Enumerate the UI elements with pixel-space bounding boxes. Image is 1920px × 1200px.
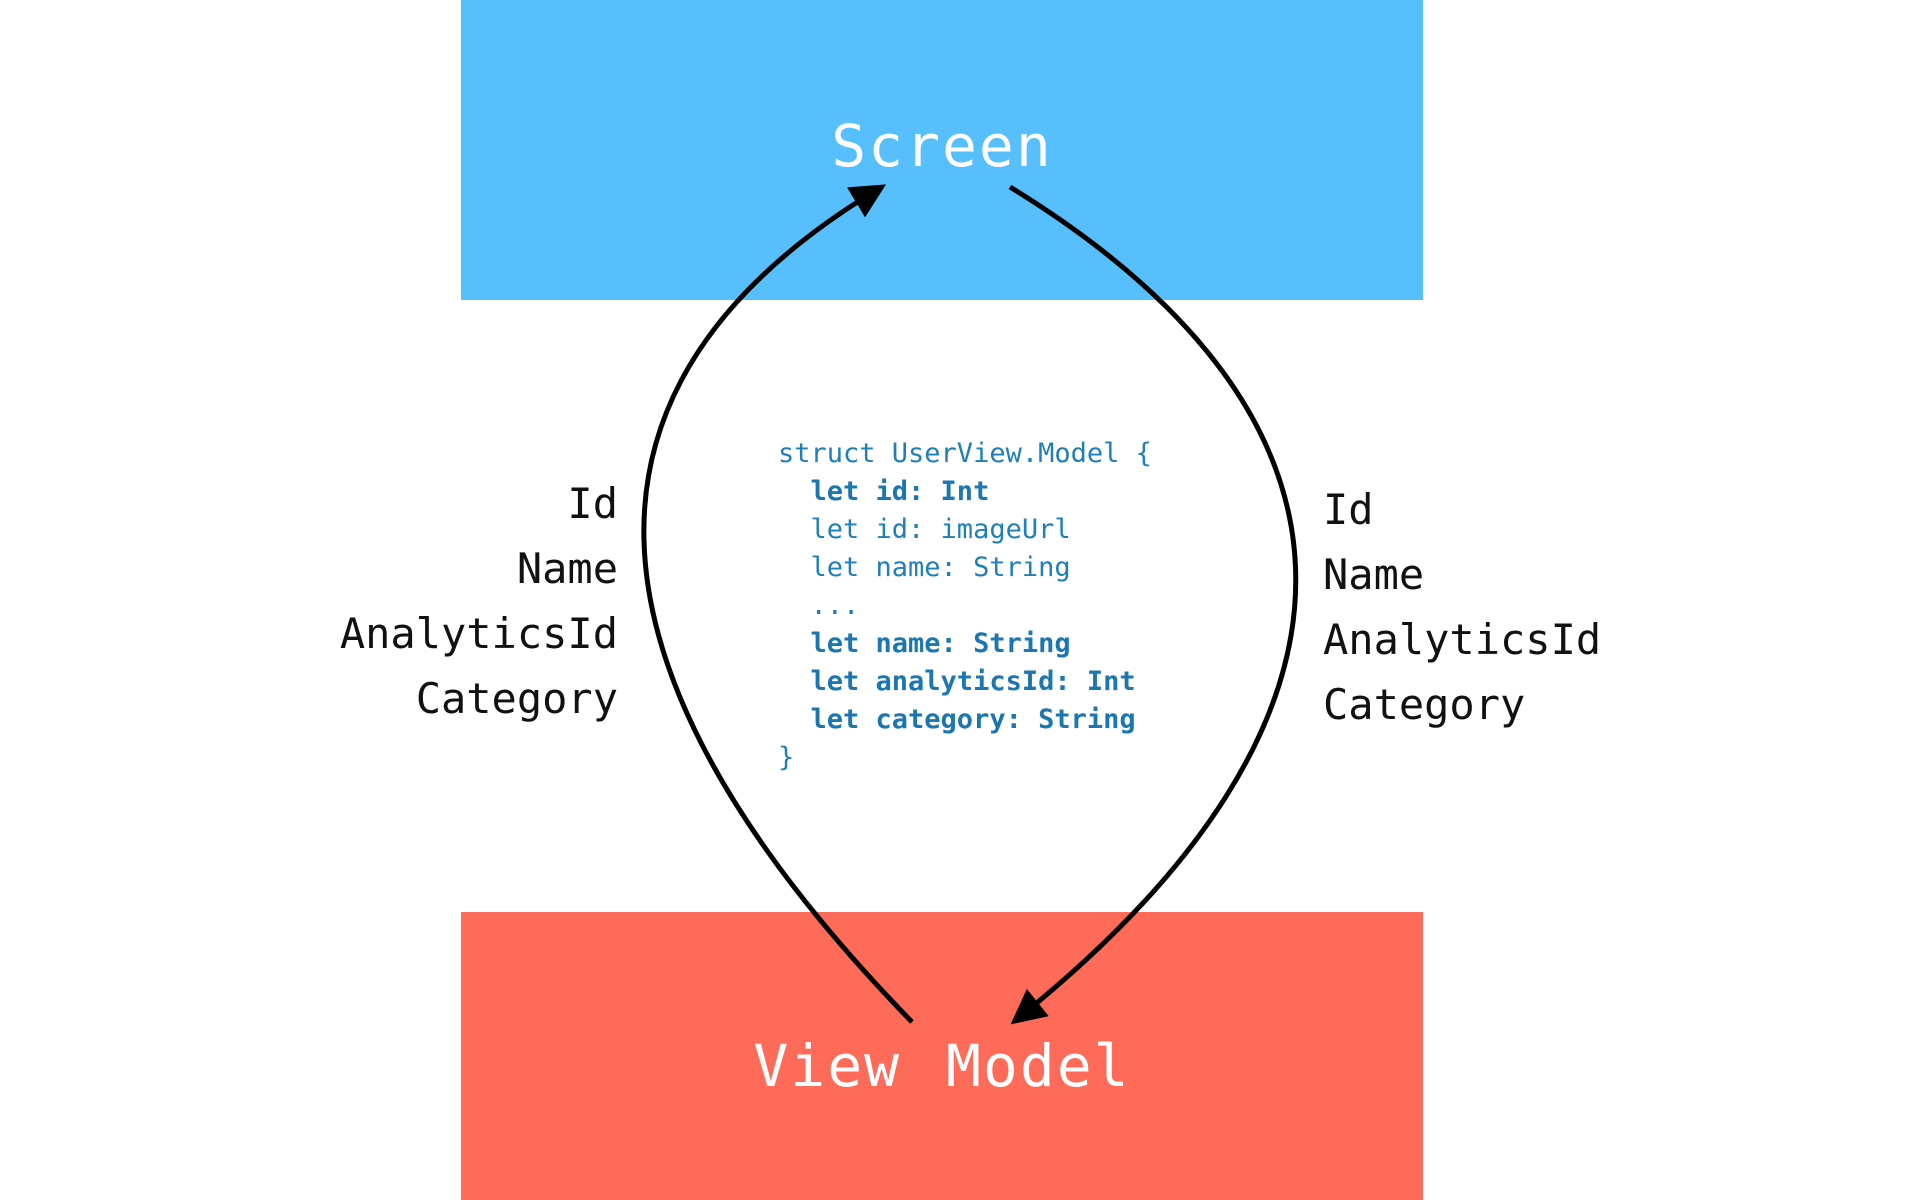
code-line: let id: Int (778, 476, 990, 507)
screen-box-label: Screen (831, 112, 1053, 180)
right-field-list: Id Name AnalyticsId Category (1323, 477, 1601, 737)
view-model-box: View Model (461, 912, 1423, 1200)
right-field-category: Category (1323, 680, 1526, 729)
left-field-name: Name (516, 544, 618, 593)
left-field-analytics-id: AnalyticsId (339, 609, 618, 658)
code-line: let id: imageUrl (778, 514, 1071, 545)
right-field-id: Id (1323, 485, 1374, 534)
code-line: let analyticsId: Int (778, 666, 1136, 697)
left-field-category: Category (415, 674, 618, 723)
code-line: ... (778, 590, 860, 621)
code-line: struct UserView.Model { (778, 438, 1152, 469)
code-line: let category: String (778, 704, 1136, 735)
code-line: } (778, 742, 795, 773)
view-model-box-label: View Model (753, 1032, 1131, 1100)
code-block: struct UserView.Model { let id: Int let … (778, 435, 1152, 777)
code-line: let name: String (778, 628, 1071, 659)
right-field-name: Name (1323, 550, 1425, 599)
right-field-analytics-id: AnalyticsId (1323, 615, 1602, 664)
left-field-id: Id (567, 479, 618, 528)
code-line: let name: String (778, 552, 1071, 583)
screen-box: Screen (461, 0, 1423, 300)
left-field-list: Id Name AnalyticsId Category (340, 471, 618, 731)
